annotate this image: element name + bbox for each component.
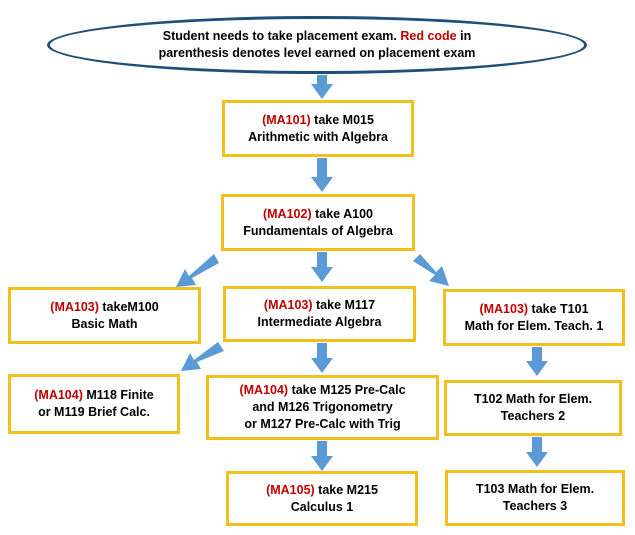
code-ma101: (MA101)	[262, 112, 311, 127]
box-ma103-intermediate: (MA103) take M117 Intermediate Algebra	[223, 286, 416, 342]
arrow-intro-to-ma101	[311, 75, 333, 99]
arrow-ma103-intermediate-to-ma104-precalc	[311, 343, 333, 373]
box-t102-line2: Teachers 2	[500, 409, 566, 423]
box-ma101-line1: take M015	[310, 112, 374, 127]
placement-exam-oval: Student needs to take placement exam. Re…	[47, 16, 587, 74]
box-ma102-line1: take A100	[311, 206, 373, 221]
box-ma104-precalc-line3: or M127 Pre-Calc with Trig	[244, 416, 401, 431]
box-ma102: (MA102) take A100 Fundamentals of Algebr…	[221, 194, 415, 251]
box-ma105: (MA105) take M215 Calculus 1	[226, 471, 418, 526]
box-ma105-line2: Calculus 1	[290, 499, 354, 514]
box-ma101: (MA101) take M015 Arithmetic with Algebr…	[222, 100, 414, 157]
box-ma104-finite-line1: M118 Finite	[82, 388, 154, 403]
box-t103: T103 Math for Elem. Teachers 3	[445, 470, 625, 526]
box-t103-line2: Teachers 3	[502, 499, 568, 513]
box-ma105-line1: take M215	[314, 482, 378, 497]
box-ma103-basic-line1: takeM100	[98, 299, 159, 314]
box-ma104-finite: (MA104) M118 Finite or M119 Brief Calc.	[8, 374, 180, 434]
box-ma104-precalc-line2: and M126 Trigonometry	[252, 400, 393, 415]
box-ma103-intermediate-line1: take M117	[312, 298, 376, 313]
arrow-ma102-to-ma103-basic	[176, 254, 219, 287]
box-t102: T102 Math for Elem. Teachers 2	[444, 380, 622, 436]
arrow-t102-to-t103	[526, 437, 548, 467]
box-ma103-basic-line2: Basic Math	[71, 316, 138, 331]
red-code-text: Red code	[400, 29, 457, 44]
code-ma105: (MA105)	[266, 482, 315, 497]
arrow-ma102-to-ma103-teach	[413, 254, 449, 286]
box-ma101-line2: Arithmetic with Algebra	[248, 129, 388, 144]
code-ma104-finite: (MA104)	[34, 388, 83, 403]
box-ma104-precalc-line1: take M125 Pre-Calc	[288, 383, 406, 398]
intro-text-part1: Student needs to take placement exam.	[162, 29, 397, 44]
arrow-ma102-to-ma103-intermediate	[311, 252, 333, 282]
box-ma103-basic: (MA103) takeM100 Basic Math	[8, 287, 201, 344]
box-ma102-line2: Fundamentals of Algebra	[243, 223, 393, 238]
box-ma103-teach-line1: take T101	[528, 301, 589, 316]
box-ma104-precalc: (MA104) take M125 Pre-Calc and M126 Trig…	[206, 375, 439, 440]
box-t102-line1: T102 Math for Elem.	[473, 392, 593, 407]
code-ma104-precalc: (MA104)	[239, 383, 289, 398]
box-ma104-finite-line2: or M119 Brief Calc.	[38, 405, 150, 419]
box-ma103-teach-line2: Math for Elem. Teach. 1	[464, 318, 604, 333]
code-ma102: (MA102)	[262, 206, 312, 221]
box-t103-line1: T103 Math for Elem.	[475, 482, 595, 497]
code-ma103-teach: (MA103)	[479, 301, 529, 316]
arrow-ma101-to-ma102	[311, 158, 333, 192]
arrow-ma104-precalc-to-ma105	[311, 441, 333, 471]
code-ma103-basic: (MA103)	[50, 299, 99, 314]
intro-text-part2: in	[460, 29, 472, 44]
arrow-ma103-intermediate-to-ma104-finite	[181, 342, 224, 371]
box-ma103-teach: (MA103) take T101 Math for Elem. Teach. …	[443, 289, 625, 346]
arrow-ma103-teach-to-t102	[526, 347, 548, 376]
intro-text-line2: parenthesis denotes level earned on plac…	[158, 46, 476, 60]
code-ma103-intermediate: (MA103)	[263, 298, 313, 313]
box-ma103-intermediate-line2: Intermediate Algebra	[257, 315, 382, 329]
